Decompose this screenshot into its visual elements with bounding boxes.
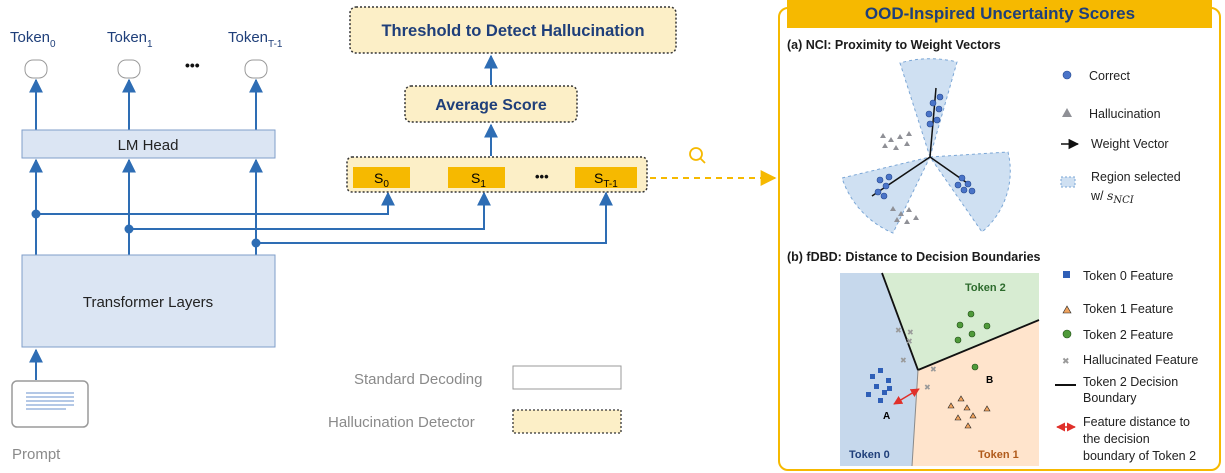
lm-head-box [21,129,276,159]
svg-text:✖: ✖ [895,326,902,335]
region-token1-label: Token 1 [978,449,1019,461]
average-score-box [404,85,578,123]
svg-text:S1: S1 [471,170,486,190]
ood-panel-header [787,0,1212,28]
point-a-label: A [883,411,890,422]
svg-text:ST-1: ST-1 [594,170,618,190]
transformer-box [21,254,276,348]
svg-text:w/ sNCI: w/ sNCI [1090,188,1135,206]
token-t1-label: TokenT-1 [228,29,283,50]
hidden-state-connectors [36,191,613,244]
lm-head-label: LM Head [118,137,179,154]
legend-boundary-label-1: Token 2 Decision [1083,375,1178,389]
point-b-label: B [986,375,993,386]
legend-region-label: Region selected [1091,170,1181,184]
token-0-node [24,59,48,79]
legend-hallucination-label: Hallucination [1089,107,1161,121]
legend-boundary-label-2: Boundary [1083,391,1137,405]
region-token2-label: Token 2 [965,282,1006,294]
region-token0-label: Token 0 [849,449,890,461]
nci-plot [841,58,1011,234]
token-t1-node [244,59,268,79]
legend-t0-label: Token 0 Feature [1083,269,1173,283]
svg-text:✖: ✖ [907,328,914,337]
svg-text:✖: ✖ [924,383,931,392]
threshold-label: Threshold to Detect Hallucination [381,22,644,40]
legend-distance-label-3: boundary of Token 2 [1083,449,1196,463]
svg-text:S0: S0 [374,170,389,190]
prompt-label: Prompt [12,446,61,463]
token-0-label: Token0 [10,29,56,50]
score-s1 [448,167,505,188]
transformer-label: Transformer Layers [83,294,213,311]
token-ellipsis: ••• [185,57,200,73]
threshold-box [349,6,677,54]
ood-panel-title: OOD-Inspired Uncertainty Scores [865,4,1135,23]
legend-detector-label: Hallucination Detector [328,414,475,431]
legend-t1-icon [1062,305,1072,314]
svg-text:✖: ✖ [906,337,913,346]
legend-t0-icon [1063,271,1070,278]
magnifier-icon [689,147,706,164]
legend-standard-swatch [512,365,622,390]
legend-weight-label: Weight Vector [1091,137,1169,151]
legend-correct-icon [1062,70,1072,80]
prompt-document-icon [11,380,89,428]
token-outputs: Token0 Token1 TokenT-1 ••• [10,29,283,79]
legend-t1-label: Token 1 Feature [1083,302,1173,316]
token-1-label: Token1 [107,29,153,50]
score-st1 [575,167,637,188]
token-1-node [117,59,141,79]
legend-hf-label: Hallucinated Feature [1083,353,1198,367]
legend-hallucination-icon [1062,108,1072,117]
legend-t2-label: Token 2 Feature [1083,328,1173,342]
section-a-title: (a) NCI: Proximity to Weight Vectors [787,38,1001,52]
svg-text:✖: ✖ [930,365,937,374]
scores-ellipsis: ••• [535,169,549,184]
legend-detector-swatch [512,409,622,434]
legend-distance-label-1: Feature distance to [1083,415,1190,429]
legend-correct-label: Correct [1089,69,1131,83]
average-score-label: Average Score [435,97,547,114]
fdbd-plot: Token 2 Token 0 Token 1 ✖✖✖ ✖✖✖ A B [840,272,1040,467]
legend-t2-icon [1062,329,1072,339]
legend-region-icon [1060,176,1076,188]
legend-standard-label: Standard Decoding [354,371,482,388]
legend-hf-icon: ✖ [1062,356,1070,366]
score-s0 [353,167,410,188]
legend-distance-label-2: the decision [1083,432,1150,446]
svg-text:✖: ✖ [900,356,907,365]
section-b-title: (b) fDBD: Distance to Decision Boundarie… [787,250,1041,264]
